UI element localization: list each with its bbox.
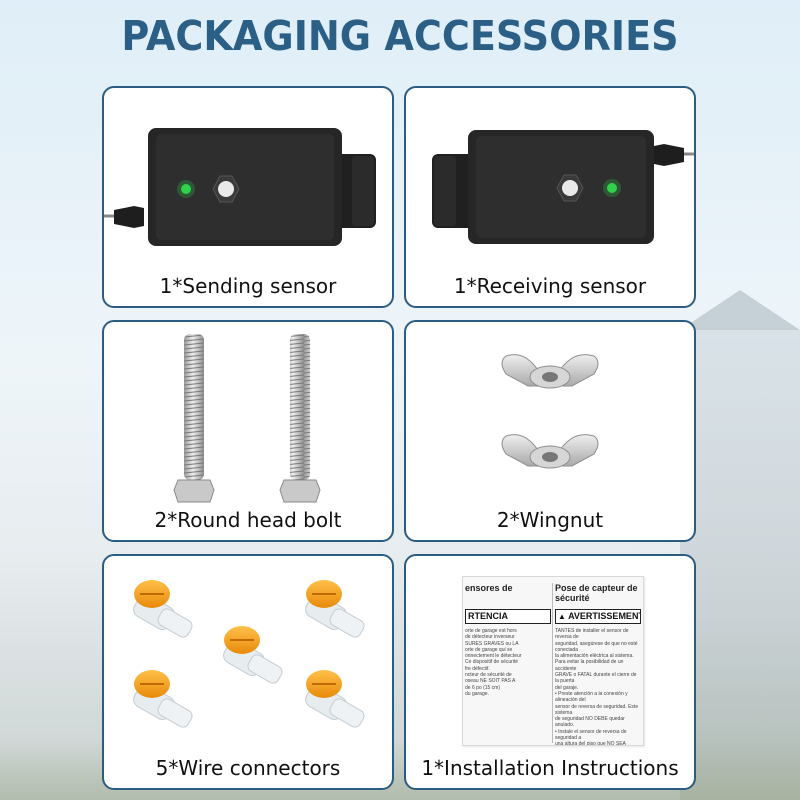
sheet-right-line: una altura del piso que NO SEA SUPERIOR … <box>555 741 626 746</box>
sheet-right-line: GRAVE o FATAL durante el cierre de la pu… <box>555 672 637 685</box>
warning-triangle-icon: ▲ <box>558 612 566 621</box>
wire-connector-2 <box>305 580 365 638</box>
sending-sensor-image <box>104 128 376 246</box>
card-wingnut: 2*Wingnut <box>404 320 696 542</box>
sheet-left-line: orte de garage est hors <box>465 628 517 634</box>
card-label-wingnut: 2*Wingnut <box>496 508 604 532</box>
bolt-2 <box>279 334 321 503</box>
sheet-right-line: Para evitar la posibilidad de un acciden… <box>555 659 624 672</box>
card-installation-instructions: ensores de RTENCIA orte de garage est ho… <box>404 554 696 790</box>
card-sending-sensor: 1*Sending sensor <box>102 86 394 308</box>
receiving-sensor-image <box>432 130 694 244</box>
card-label-sending-sensor: 1*Sending sensor <box>159 274 337 298</box>
sheet-right-line: seguridad, asegúrese de que no esté cone… <box>555 640 638 653</box>
wire-connector-3 <box>223 626 283 684</box>
wire-connector-4 <box>133 670 193 728</box>
card-round-head-bolt: 2*Round head bolt <box>102 320 394 542</box>
sheet-right-line: la alimentación eléctrica al sistema. <box>555 653 634 660</box>
sheet-left-line: orte de garage qui se <box>465 646 513 653</box>
bolt-image <box>173 334 321 503</box>
bolt-1 <box>173 334 215 503</box>
sheet-left-line: ncteur de sécurité de <box>465 672 512 679</box>
sheet-right-line: del garaje. <box>555 684 579 691</box>
sheet-left-line: de 6 po (15 cm) <box>465 684 501 691</box>
sheet-right-line: • Instale el sensor de reversa de seguri… <box>555 728 627 742</box>
sheet-left-header: ensores de <box>465 583 513 593</box>
card-label-round-head-bolt: 2*Round head bolt <box>154 508 342 532</box>
sheet-right-header: Pose de capteur de sécurité <box>555 583 638 603</box>
sheet-right-column: Pose de capteur de sécurité ▲ AVERTISSEM… <box>555 583 641 746</box>
card-wire-connectors: 5*Wire connectors <box>102 554 394 790</box>
sheet-left-line: Ce dispositif de sécurité <box>465 659 519 666</box>
sheet-right-line: sensor de reversa de seguridad. Este sis… <box>555 703 639 716</box>
sheet-right-line: TANTES de installer el sensor de reversa… <box>555 628 629 641</box>
card-receiving-sensor: 1*Receiving sensor <box>404 86 696 308</box>
sheet-left-line: onnectement le détecteur <box>465 653 522 660</box>
sheet-left-line: de détecteur inverseur <box>465 634 515 641</box>
sheet-left-line: fre défectif. <box>465 665 490 672</box>
instruction-sheet-image: ensores de RTENCIA orte de garage est ho… <box>462 576 644 746</box>
sheet-left-column: ensores de RTENCIA orte de garage est ho… <box>465 583 551 697</box>
wingnut-image <box>501 354 599 469</box>
sheet-right-text: TANTES de installer el sensor de reversa… <box>555 628 641 746</box>
sheet-divider <box>552 583 553 743</box>
wingnut-1 <box>501 354 599 389</box>
wire-connectors-image <box>133 580 365 728</box>
wire-connector-1 <box>133 580 193 638</box>
card-label-receiving-sensor: 1*Receiving sensor <box>453 274 647 298</box>
sheet-right-warning: ▲ AVERTISSEMENT <box>555 609 641 624</box>
card-label-installation-instructions: 1*Installation Instructions <box>421 756 679 780</box>
sheet-left-line: oseau NE SOIT PAS A <box>465 678 516 685</box>
sheet-left-line: du garage. <box>465 690 489 697</box>
sheet-right-line: de seguridad NO DEBE quedar anulado. <box>555 716 625 729</box>
sheet-right-line: • Preste atención a la conexión y alinea… <box>555 690 628 704</box>
card-label-wire-connectors: 5*Wire connectors <box>155 756 341 780</box>
sheet-left-warning: RTENCIA <box>465 609 551 624</box>
wire-connector-5 <box>305 670 365 728</box>
wingnut-2 <box>501 434 599 469</box>
page-title: PACKAGING ACCESSORIES <box>121 12 679 60</box>
sheet-right-warning-text: AVERTISSEMENT <box>568 611 641 621</box>
background-house <box>680 290 800 800</box>
sheet-left-line: SURES GRAVES ou LA <box>465 640 519 647</box>
